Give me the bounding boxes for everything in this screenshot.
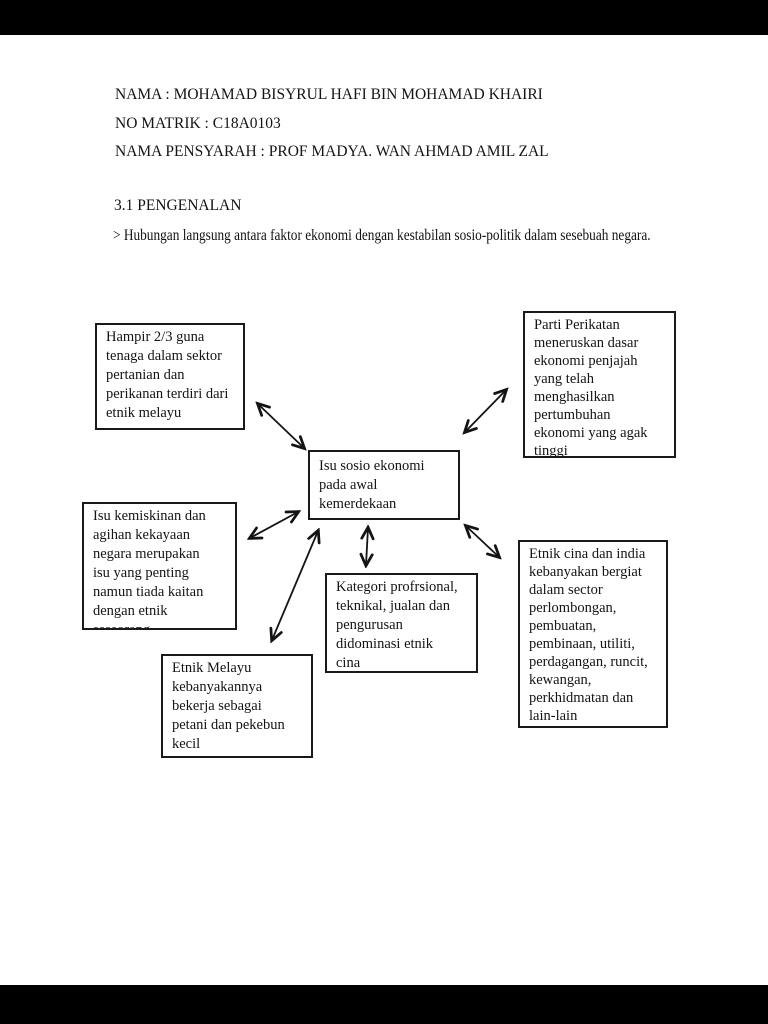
section-intro-line: > Hubungan langsung antara faktor ekonom… xyxy=(113,227,651,244)
diagram-box-kemiskinan: Isu kemiskinan dan agihan kekayaan negar… xyxy=(82,502,237,630)
arrow-center-bottomleft xyxy=(272,531,318,640)
matric-no-line: NO MATRIK : C18A0103 xyxy=(115,115,281,132)
student-name-line: NAMA : MOHAMAD BISYRUL HAFI BIN MOHAMAD … xyxy=(115,86,543,103)
arrow-center-topleft xyxy=(258,404,304,448)
diagram-center-box: Isu sosio ekonomi pada awal kemerdekaan xyxy=(308,450,460,520)
diagram-box-parti-perikatan: Parti Perikatan meneruskan dasar ekonomi… xyxy=(523,311,676,458)
section-title: 3.1 PENGENALAN xyxy=(114,197,242,214)
letterbox-top-bar xyxy=(0,0,768,35)
diagram-box-kategori: Kategori profrsional, teknikal, jualan d… xyxy=(325,573,478,673)
diagram-box-guna-tenaga: Hampir 2/3 guna tenaga dalam sektor pert… xyxy=(95,323,245,430)
lecturer-name-line: NAMA PENSYARAH : PROF MADYA. WAN AHMAD A… xyxy=(115,143,549,160)
arrow-center-right xyxy=(466,526,499,557)
diagram-box-etnik-melayu: Etnik Melayu kebanyakannya bekerja sebag… xyxy=(161,654,313,758)
letterbox-bottom-bar xyxy=(0,985,768,1024)
arrow-center-topright xyxy=(465,390,506,432)
arrow-center-left xyxy=(250,512,298,538)
arrow-center-bottom xyxy=(366,528,368,565)
diagram-box-etnik-cina: Etnik cina dan india kebanyakan bergiat … xyxy=(518,540,668,728)
